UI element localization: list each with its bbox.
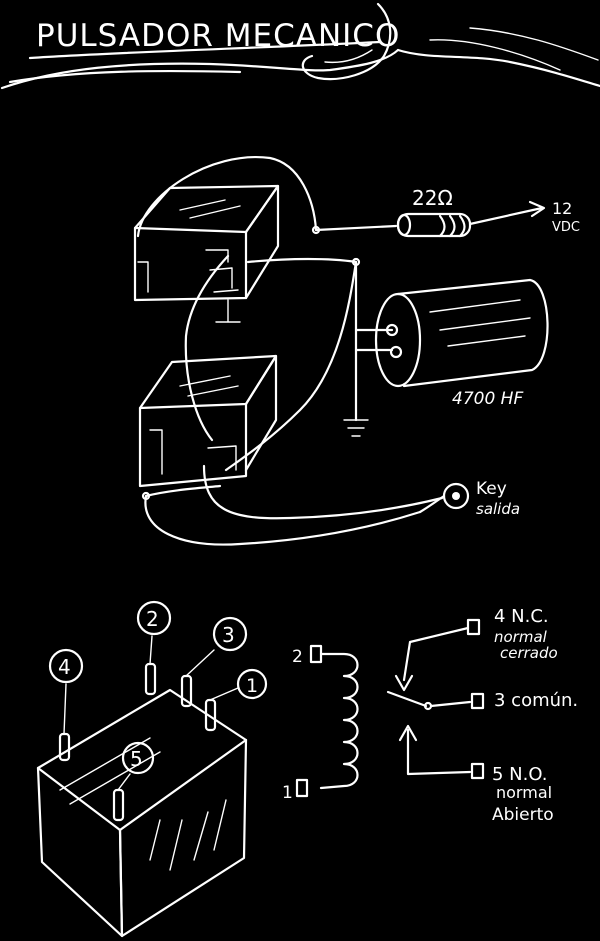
supply-unit: VDC — [552, 220, 580, 235]
wiring — [136, 155, 446, 546]
supply-voltage: 12 — [552, 199, 572, 218]
no-contact-label: 5 N.O. — [492, 764, 548, 785]
key-output: Key salida — [442, 479, 520, 518]
nc-contact-sub2: cerrado — [500, 644, 558, 662]
common-contact-label: 3 común. — [494, 690, 578, 711]
pin-label-3: 3 — [222, 623, 235, 647]
resistor-label: 22Ω — [412, 186, 453, 210]
resistor: 22Ω — [396, 186, 472, 238]
relay-top — [133, 184, 280, 323]
key-label: Key — [476, 479, 507, 499]
pin-label-2: 2 — [146, 607, 159, 631]
pin-label-5: 5 — [130, 747, 143, 771]
no-contact-sub2: Abierto — [492, 805, 554, 825]
nc-contact-label: 4 N.C. — [494, 606, 549, 627]
no-contact-sub1: normal — [496, 783, 552, 802]
capacitor: 4700 HF — [374, 278, 549, 409]
coil-pin-bottom: 1 — [282, 783, 293, 803]
key-sublabel: salida — [476, 500, 520, 518]
relay-pinout: 4 2 3 1 5 — [36, 600, 268, 938]
relay-schematic: 2 1 4 N.C. normal cerrado 3 común. 5 N.O… — [282, 606, 578, 825]
pin-label-4: 4 — [58, 655, 71, 679]
page-title: PULSADOR MECANICO — [36, 18, 400, 54]
nc-contact-sub1: normal — [494, 628, 548, 646]
coil-pin-top: 2 — [292, 647, 303, 667]
capacitor-label: 4700 HF — [452, 389, 523, 409]
supply: 12 VDC — [468, 199, 580, 235]
relay-bottom — [138, 354, 278, 488]
title-banner: PULSADOR MECANICO — [0, 2, 600, 90]
pin-label-1: 1 — [246, 675, 258, 697]
